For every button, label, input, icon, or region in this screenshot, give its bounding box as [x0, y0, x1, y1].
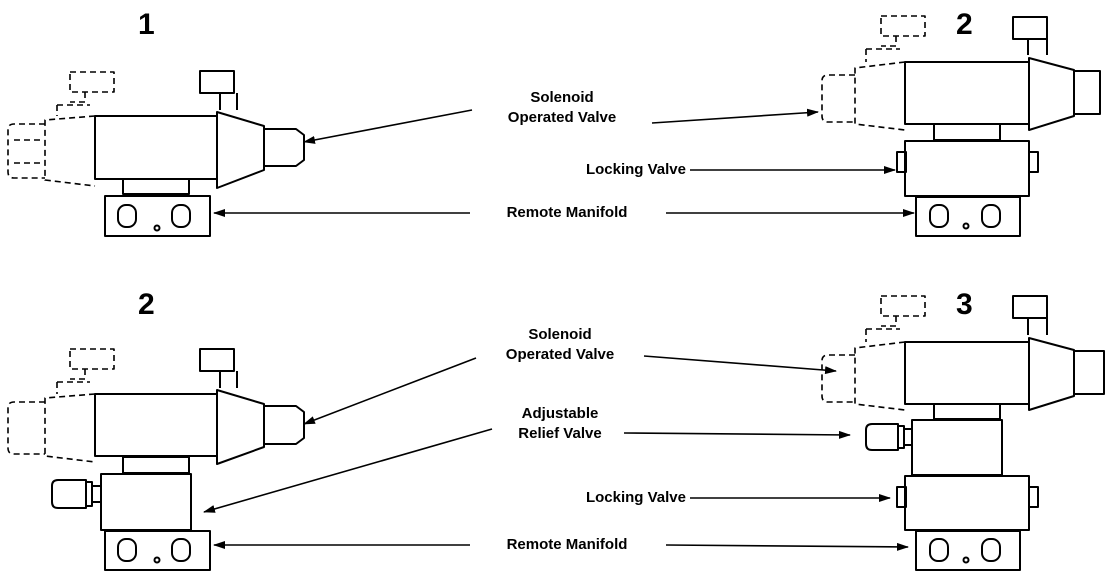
- arrow-top-solenoid-right: [651, 108, 819, 124]
- solenoid-valve-ghost: [821, 15, 926, 131]
- figure-2-valve-bottom: [7, 348, 305, 571]
- remote-manifold: [104, 530, 211, 571]
- solenoid-valve-body: [94, 348, 305, 474]
- solenoid-valve-ghost: [7, 348, 115, 463]
- label-bottom-locking-valve: Locking Valve: [585, 489, 686, 506]
- figure-number-1: 1: [138, 8, 155, 41]
- solenoid-valve-ghost: [7, 71, 115, 187]
- remote-manifold: [915, 530, 1021, 571]
- remote-manifold: [104, 195, 211, 237]
- figure-number-3: 3: [956, 288, 973, 321]
- figure-2-valve-top: [821, 15, 1101, 237]
- arrow-bottom-manifold-right: [665, 542, 909, 551]
- figure-3-valve: [821, 295, 1105, 571]
- solenoid-valve-ghost: [821, 295, 926, 411]
- label-bottom-solenoid-valve: Solenoid Operated Valve: [505, 326, 615, 363]
- arrow-top-solenoid-left: [303, 109, 473, 144]
- locking-valve: [896, 140, 1039, 197]
- adjustable-relief-valve: [865, 419, 1003, 476]
- label-top-remote-manifold: Remote Manifold: [506, 204, 628, 221]
- arrow-bottom-relief-left: [203, 428, 493, 513]
- figure-number-2-bottom: 2: [138, 288, 155, 321]
- leader-arrows: [203, 108, 915, 551]
- solenoid-valve-body: [904, 295, 1105, 420]
- figure-number-2-top: 2: [956, 8, 973, 41]
- label-bottom-remote-manifold: Remote Manifold: [506, 536, 628, 553]
- arrow-bottom-solenoid-left: [303, 357, 477, 425]
- adjustable-relief-valve: [51, 473, 192, 531]
- label-top-locking-valve: Locking Valve: [585, 161, 686, 178]
- label-top-solenoid-valve: Solenoid Operated Valve: [507, 89, 617, 126]
- solenoid-valve-body: [904, 16, 1101, 141]
- solenoid-valve-body: [94, 70, 305, 195]
- remote-manifold: [915, 196, 1021, 237]
- arrow-bottom-relief-right: [623, 430, 851, 439]
- arrow-bottom-solenoid-right: [643, 355, 837, 375]
- figure-1-valve: [7, 70, 305, 237]
- label-bottom-relief-valve: Adjustable Relief Valve: [518, 405, 602, 442]
- locking-valve: [896, 475, 1039, 531]
